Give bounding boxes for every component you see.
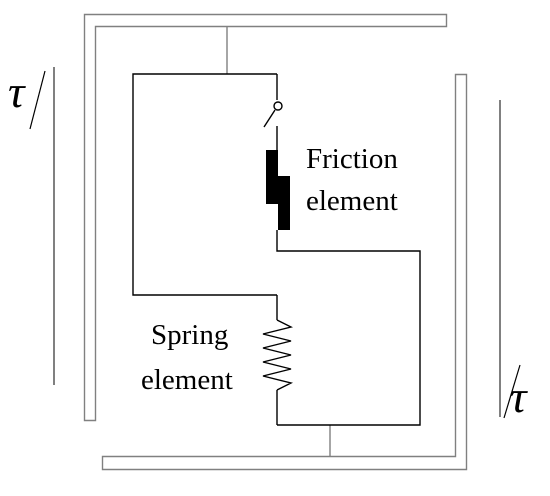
- tau-left-symbol: τ: [8, 66, 26, 117]
- spring-element-label-line1: Spring: [151, 319, 228, 351]
- spring-element-icon: [262, 319, 294, 391]
- switch-pivot: [273, 101, 283, 111]
- left-shear-diagonal: [29, 70, 46, 130]
- switch-contact: [263, 101, 283, 150]
- right-shear-indicator: τ: [499, 100, 528, 422]
- switch-blade: [263, 109, 276, 128]
- bottom-shear-plate: [101, 73, 468, 471]
- left-shear-indicator: τ: [8, 66, 55, 385]
- friction-element-label-line2: element: [306, 185, 398, 217]
- spring-element-label-line2: element: [141, 364, 233, 396]
- top-shear-plate: [83, 13, 448, 422]
- tau-right-symbol: τ: [510, 371, 528, 422]
- element-frame: [132, 73, 421, 426]
- friction-element-label-line1: Friction: [306, 143, 398, 175]
- right-shear-diagonal: [503, 364, 521, 419]
- friction-element-icon: [266, 150, 290, 230]
